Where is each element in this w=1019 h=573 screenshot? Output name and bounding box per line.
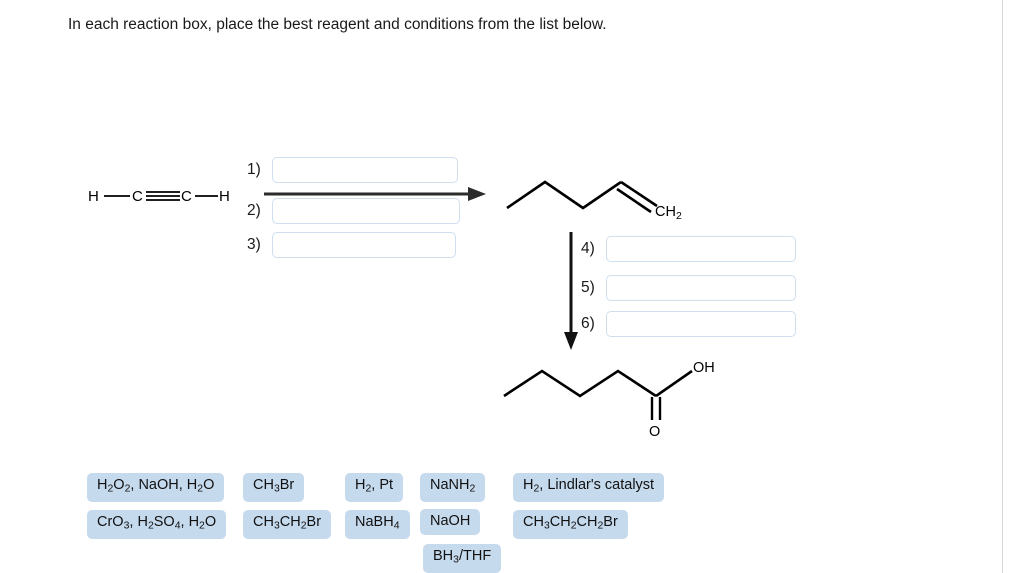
page-title: In each reaction box, place the best rea… [68,16,607,33]
answer-row-6: 6) [581,311,796,337]
reagent-chip-nanh2[interactable]: NaNH2 [420,473,486,503]
reagent-chip-ch3ch2br[interactable]: CH3CH2Br [243,510,332,540]
pentene-svg: CH2 [506,180,682,222]
atom-label-c-right: C [181,188,192,205]
reagent-chip-h2-pt[interactable]: H2, Pt [345,473,404,503]
reagent-chip-bh3-thf[interactable]: BH3/THF [423,544,502,573]
pentanoic-acid-svg: OH O [503,360,715,440]
answer-row-4: 4) [581,236,796,262]
reaction-arrow-vertical [563,232,581,350]
reagent-chip-naoh[interactable]: NaOH [420,509,481,535]
arrow-head [468,187,486,201]
atom-label-c-left: C [132,188,143,205]
atom-label-h-left: H [88,188,99,205]
reagent-chip-ch3ch2ch2br[interactable]: CH3CH2CH2Br [513,510,628,540]
answer-input-4[interactable] [606,236,796,262]
answer-number-1: 1) [247,161,261,178]
answer-input-1[interactable] [272,157,458,183]
arrow-head [564,332,578,350]
bond-c-oh [655,369,693,398]
reagent-chip-ch3br[interactable]: CH3Br [243,473,305,503]
answer-number-3: 3) [247,236,261,253]
answer-row-5: 5) [581,275,796,301]
answer-input-5[interactable] [606,275,796,301]
reagent-chip-nabh4[interactable]: NaBH4 [345,510,410,540]
terminal-label-ch2: CH2 [655,204,682,222]
intermediate-structure-1-pentene: CH2 [505,168,705,226]
answer-row-3: 3) [247,232,456,258]
reagent-chip-h2o2-naoh-h2o[interactable]: H2O2, NaOH, H2O [87,473,225,503]
answer-input-3[interactable] [272,232,456,258]
product-structure-pentanoic-acid: OH O [500,356,730,441]
carbonyl-label-o: O [649,424,660,440]
answer-row-2: 2) [247,198,460,224]
answer-number-5: 5) [581,279,595,296]
reagent-chip-cro3-h2so4-h2o[interactable]: CrO3, H2SO4, H2O [87,510,227,540]
hydroxyl-label-oh: OH [693,360,715,376]
carbon-chain-backbone [506,180,622,210]
reagent-chip-h2-lindlars-catalyst[interactable]: H2, Lindlar's catalyst [513,473,665,503]
answer-number-6: 6) [581,315,595,332]
answer-number-4: 4) [581,240,595,257]
answer-input-6[interactable] [606,311,796,337]
carbon-chain-backbone [503,369,657,398]
double-bond-line-1 [620,180,658,208]
page-right-divider [1002,0,1003,573]
answer-number-2: 2) [247,202,261,219]
reactant-structure-acetylene: H C C H [88,183,238,217]
atom-label-h-right: H [219,188,230,205]
acetylene-svg: H C C H [88,188,230,205]
reaction-arrow-horizontal [264,186,486,202]
answer-input-2[interactable] [272,198,460,224]
double-bond-line-2 [616,187,652,214]
answer-row-1: 1) [247,157,458,183]
